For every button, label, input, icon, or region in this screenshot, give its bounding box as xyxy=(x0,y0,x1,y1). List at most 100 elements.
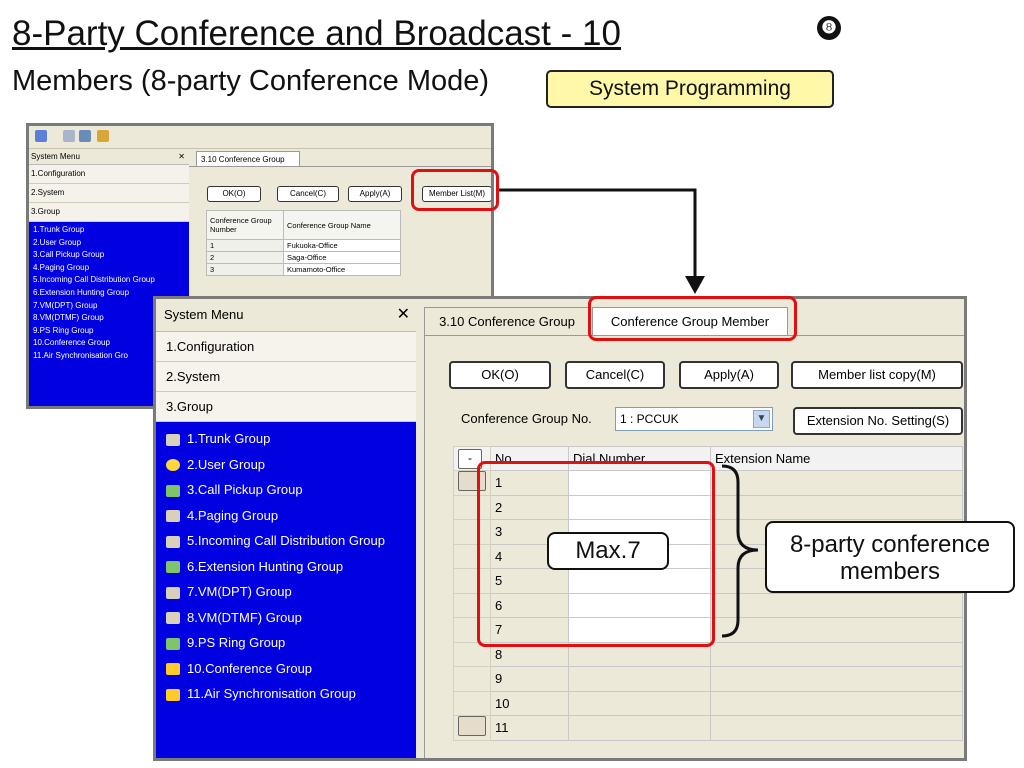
group-no-select[interactable]: 1 : PCCUK ▼ xyxy=(615,407,773,431)
table-row[interactable]: 11 xyxy=(453,715,963,741)
back-toolbar xyxy=(29,126,491,149)
sidebar-item-call-pickup-group[interactable]: 3.Call Pickup Group xyxy=(156,477,416,503)
toolbar-globe-icon[interactable] xyxy=(35,130,47,142)
back-group-item[interactable]: 4.Paging Group xyxy=(33,262,90,272)
sidebar-item-paging-group[interactable]: 4.Paging Group xyxy=(156,503,416,529)
table-row[interactable]: 10 xyxy=(453,690,963,716)
back-close-icon[interactable]: ✕ xyxy=(178,152,185,161)
back-group-item[interactable]: 11.Air Synchronisation Gro xyxy=(33,350,129,360)
sidebar-item-label: 11.Air Synchronisation Group xyxy=(187,686,356,701)
tab-conference-group[interactable]: 3.10 Conference Group xyxy=(424,307,590,335)
dial-number-cell[interactable] xyxy=(568,617,711,643)
extension-setting-button[interactable]: Extension No. Setting(S) xyxy=(793,407,963,435)
table-row[interactable]: 2 Saga-Office xyxy=(206,251,401,264)
back-category-group[interactable]: 3.Group xyxy=(29,203,189,222)
brace-icon xyxy=(721,464,759,638)
back-row-name[interactable]: Saga-Office xyxy=(283,251,401,264)
close-icon[interactable]: ✕ xyxy=(396,306,410,323)
sidebar-item-vm-dpt[interactable]: 7.VM(DPT) Group xyxy=(156,579,416,605)
table-row[interactable]: 2 xyxy=(453,494,963,520)
back-group-item[interactable]: 2.User Group xyxy=(33,237,82,247)
max-callout: Max.7 xyxy=(547,532,669,570)
tab-conference-group-member[interactable]: Conference Group Member xyxy=(592,307,788,335)
system-programming-badge: System Programming xyxy=(546,70,834,108)
ps-ring-icon xyxy=(166,637,180,650)
folder-icon xyxy=(166,586,180,599)
hand-icon[interactable] xyxy=(458,716,486,737)
arrow-head-icon xyxy=(685,276,705,294)
toolbar-user-icon[interactable] xyxy=(79,130,91,142)
back-header-name: Conference Group Name xyxy=(283,210,401,240)
back-group-item[interactable]: 9.PS Ring Group xyxy=(33,325,94,335)
apply-button[interactable]: Apply(A) xyxy=(679,361,779,389)
sidebar-item-incoming-call-distribution[interactable]: 5.Incoming Call Distribution Group xyxy=(156,528,416,554)
row-control xyxy=(453,715,491,741)
dial-number-cell[interactable] xyxy=(568,470,711,496)
row-control xyxy=(453,666,491,692)
back-tab-conference-group[interactable]: 3.10 Conference Group xyxy=(196,151,300,166)
sidebar-item-air-synchronisation[interactable]: 11.Air Synchronisation Group xyxy=(156,681,416,707)
category-configuration[interactable]: 1.Configuration xyxy=(156,332,416,362)
back-apply-button[interactable]: Apply(A) xyxy=(348,186,402,202)
sidebar-item-label: 7.VM(DPT) Group xyxy=(187,584,292,599)
row-number: 7 xyxy=(490,617,569,643)
category-system[interactable]: 2.System xyxy=(156,362,416,392)
grid-header-extension-name: Extension Name xyxy=(710,446,963,471)
table-row[interactable]: 6 xyxy=(453,592,963,618)
connector-line xyxy=(499,188,697,278)
row-number: 11 xyxy=(490,715,569,741)
ok-button[interactable]: OK(O) xyxy=(449,361,551,389)
sidebar-item-vm-dtmf[interactable]: 8.VM(DTMF) Group xyxy=(156,605,416,631)
sidebar-item-extension-hunting[interactable]: 6.Extension Hunting Group xyxy=(156,554,416,580)
extension-name-cell xyxy=(710,690,963,716)
toolbar-help-icon[interactable] xyxy=(97,130,109,142)
collapse-button[interactable]: - xyxy=(458,448,482,469)
back-group-item[interactable]: 10.Conference Group xyxy=(33,338,110,348)
grid-header-control: - xyxy=(453,446,491,471)
sidebar-item-trunk-group[interactable]: 1.Trunk Group xyxy=(156,426,416,452)
slide-subtitle: Members (8-party Conference Mode) xyxy=(12,65,490,97)
sidebar-item-label: 2.User Group xyxy=(187,456,266,472)
back-member-list-button[interactable]: Member List(M) xyxy=(422,186,491,202)
user-group-icon xyxy=(166,459,180,472)
extension-name-cell xyxy=(710,715,963,741)
sidebar-item-label: 1.Trunk Group xyxy=(187,431,271,446)
back-group-item[interactable]: 5.Incoming Call Distribution Group xyxy=(33,275,155,285)
back-system-menu: System Menu ✕ 1.Configuration 2.System 3… xyxy=(29,150,189,406)
cancel-button[interactable]: Cancel(C) xyxy=(565,361,665,389)
table-row[interactable]: 1 xyxy=(453,470,963,496)
table-row[interactable]: 1 Fukuoka-Office xyxy=(206,239,401,252)
back-conference-table: Conference Group Number Conference Group… xyxy=(206,210,401,276)
back-group-item[interactable]: 3.Call Pickup Group xyxy=(33,250,105,260)
grid-header-row: - No. Dial Number Extension Name xyxy=(453,446,963,471)
sidebar-item-label: 6.Extension Hunting Group xyxy=(187,558,344,574)
toolbar-window-icon[interactable] xyxy=(63,130,75,142)
back-group-item[interactable]: 6.Extension Hunting Group xyxy=(33,287,130,297)
back-group-item[interactable]: 1.Trunk Group xyxy=(33,225,85,234)
folder-icon xyxy=(166,535,180,548)
back-row-name[interactable]: Kumamoto-Office xyxy=(283,263,401,276)
category-group[interactable]: 3.Group xyxy=(156,392,416,422)
member-list-copy-button[interactable]: Member list copy(M) xyxy=(791,361,963,389)
back-category-system[interactable]: 2.System xyxy=(29,184,189,203)
group-no-label: Conference Group No. xyxy=(461,411,592,426)
back-group-item[interactable]: 8.VM(DTMF) Group xyxy=(33,313,104,323)
member-tab-highlight xyxy=(588,296,797,341)
back-header-number: Conference Group Number xyxy=(206,210,284,240)
dial-number-cell xyxy=(568,666,711,692)
back-cancel-button[interactable]: Cancel(C) xyxy=(277,186,339,202)
table-row[interactable]: 3 Kumamoto-Office xyxy=(206,263,401,276)
sidebar-item-user-group[interactable]: 2.User Group xyxy=(156,452,416,478)
sidebar-item-ps-ring[interactable]: 9.PS Ring Group xyxy=(156,630,416,656)
sidebar-item-conference-group[interactable]: 10.Conference Group xyxy=(156,656,416,682)
back-category-configuration[interactable]: 1.Configuration xyxy=(29,165,189,184)
back-group-item[interactable]: 7.VM(DPT) Group xyxy=(33,300,98,310)
chevron-down-icon[interactable]: ▼ xyxy=(753,410,770,428)
sidebar-item-label: 9.PS Ring Group xyxy=(187,635,286,650)
back-ok-button[interactable]: OK(O) xyxy=(207,186,261,202)
back-row-name[interactable]: Fukuoka-Office xyxy=(283,239,401,252)
table-row[interactable]: 9 xyxy=(453,666,963,692)
row-number: 6 xyxy=(490,592,569,618)
row-control xyxy=(453,617,491,643)
member-list-highlight xyxy=(411,169,499,211)
